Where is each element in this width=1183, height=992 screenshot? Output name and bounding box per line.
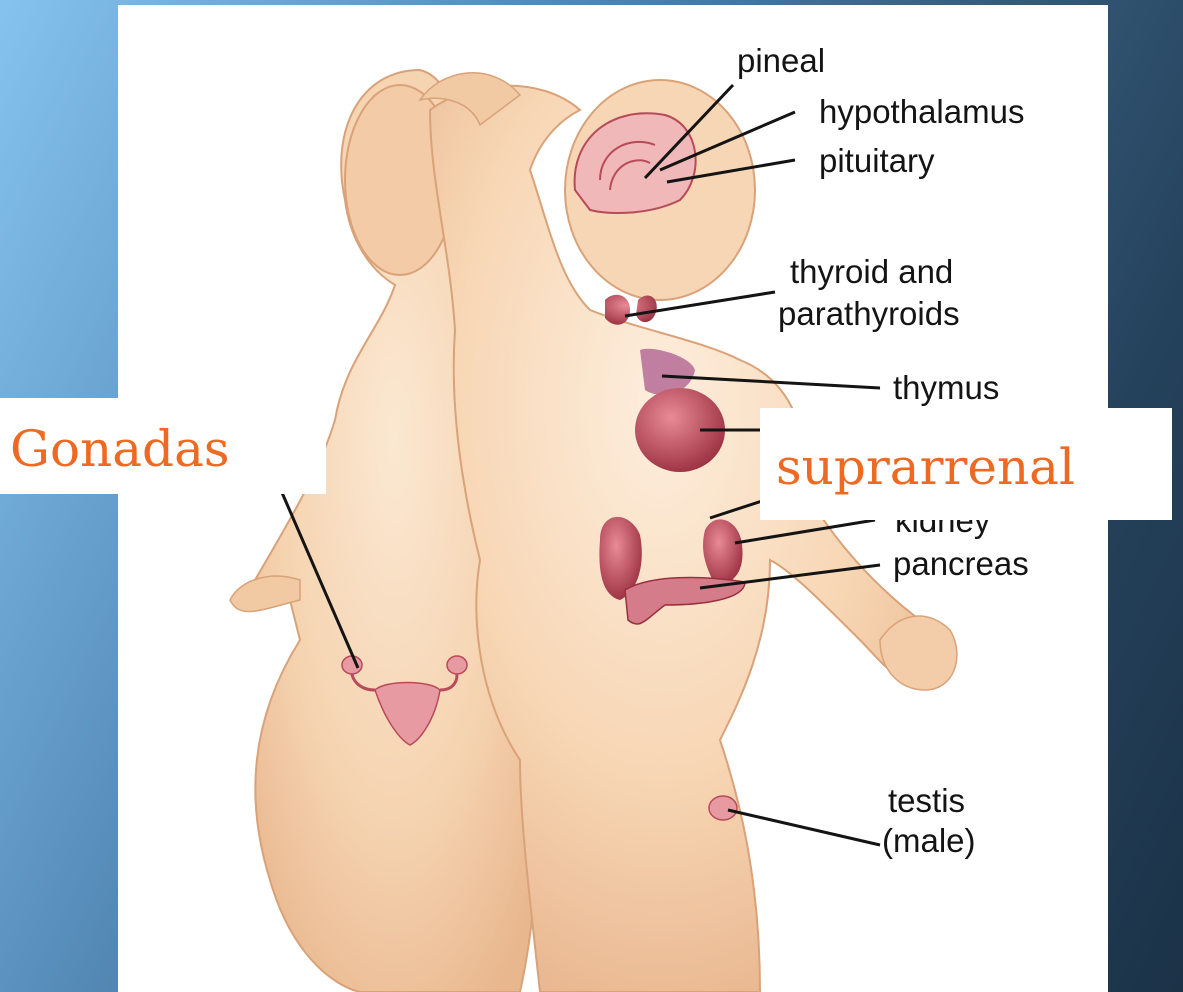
label-parathyroids: parathyroids xyxy=(778,295,960,332)
label-male: (male) xyxy=(882,822,976,859)
suprarrenal-label: suprarrenal xyxy=(776,442,1075,492)
label-thyroid: thyroid and xyxy=(790,253,953,290)
gonadas-label-box: Gonadas xyxy=(0,398,326,494)
label-testis: testis xyxy=(888,782,965,819)
testis-gland xyxy=(709,796,737,820)
label-pancreas: pancreas xyxy=(893,545,1029,582)
label-hypothalamus: hypothalamus xyxy=(819,93,1024,130)
label-pituitary: pituitary xyxy=(819,142,935,179)
label-pineal: pineal xyxy=(737,42,825,79)
label-thymus: thymus xyxy=(893,369,999,406)
thyroid-gland xyxy=(605,295,657,325)
suprarrenal-label-box: suprarrenal xyxy=(760,408,1172,520)
gonadas-label: Gonadas xyxy=(10,424,230,474)
